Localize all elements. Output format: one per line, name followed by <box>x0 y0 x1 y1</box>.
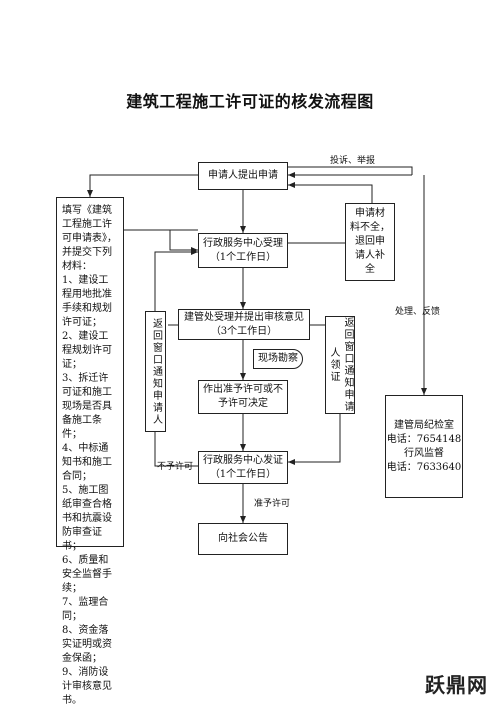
page-title: 建筑工程施工许可证的核发流程图 <box>126 92 374 111</box>
arrow-return-right-to-issue <box>288 414 341 465</box>
supervision-line1: 建管局纪检室 <box>394 419 454 431</box>
arrow-incomplete-to-applicant <box>288 182 373 203</box>
issue-title: 行政服务中心发证 <box>203 454 283 466</box>
arrow-applicant-to-materials <box>87 174 198 197</box>
materials-box: 填写《建筑工程施工许可申请表》，并提交下列材料： 1、建设工程用地批准手续和规划… <box>56 197 124 706</box>
issue-days: （1个工作日） <box>209 468 277 480</box>
accept-days: （1个工作日） <box>209 251 277 263</box>
label-grant: 准予许可 <box>254 499 291 509</box>
supervision-line4: 电话：7633640 <box>386 461 462 473</box>
review-days: （3个工作日） <box>210 325 278 337</box>
label-deny: 不予许可 <box>157 462 194 472</box>
arrow-return-left-to-accept <box>154 249 198 311</box>
return-right-box: 返回窗口通知申请人领证 <box>325 316 355 414</box>
issue-box: 行政服务中心发证 （1个工作日） <box>198 451 288 484</box>
incomplete-box: 申请材 料不全， 退回申 请人补 全 <box>345 203 395 281</box>
accept-title: 行政服务中心受理 <box>203 237 283 249</box>
decision-line1: 作出准予许可或不 <box>203 384 283 395</box>
site-check-box: 现场勘察 <box>253 349 303 369</box>
review-box: 建管处受理并提出审核意见 （3个工作日） <box>178 309 310 340</box>
supervision-box: 建管局纪检室 电话：7654148 行风监督 电话：7633640 <box>385 395 463 498</box>
return-left-text: 返回窗口通知申请人 <box>150 317 162 426</box>
decision-line2: 予许可决定 <box>218 398 268 409</box>
label-complaint: 投诉、举报 <box>330 156 376 166</box>
announce-box: 向社会公告 <box>198 523 288 555</box>
return-right-text: 返回窗口通知申请人领证 <box>328 317 353 413</box>
label-handle: 处理、反馈 <box>395 307 441 317</box>
accept-box: 行政服务中心受理 （1个工作日） <box>198 233 288 268</box>
incomplete-text: 申请材 料不全， 退回申 请人补 全 <box>350 208 390 275</box>
review-title: 建管处受理并提出审核意见 <box>184 311 304 323</box>
arrow-to-accept <box>169 230 198 253</box>
return-left-box: 返回窗口通知申请人 <box>145 311 166 432</box>
site-check-label: 现场勘察 <box>258 353 298 364</box>
supervision-line3: 行风监督 <box>404 447 444 459</box>
announce-label: 向社会公告 <box>218 533 268 544</box>
applicant-box: 申请人提出申请 <box>198 162 288 190</box>
applicant-label: 申请人提出申请 <box>208 170 278 181</box>
watermark-logo: 跃鼎网 <box>425 673 488 697</box>
supervision-line2: 电话：7654148 <box>386 433 462 445</box>
materials-text: 填写《建筑工程施工许可申请表》，并提交下列材料： 1、建设工程用地批准手续和规划… <box>62 205 117 706</box>
decision-box: 作出准予许可或不 予许可决定 <box>198 380 288 414</box>
